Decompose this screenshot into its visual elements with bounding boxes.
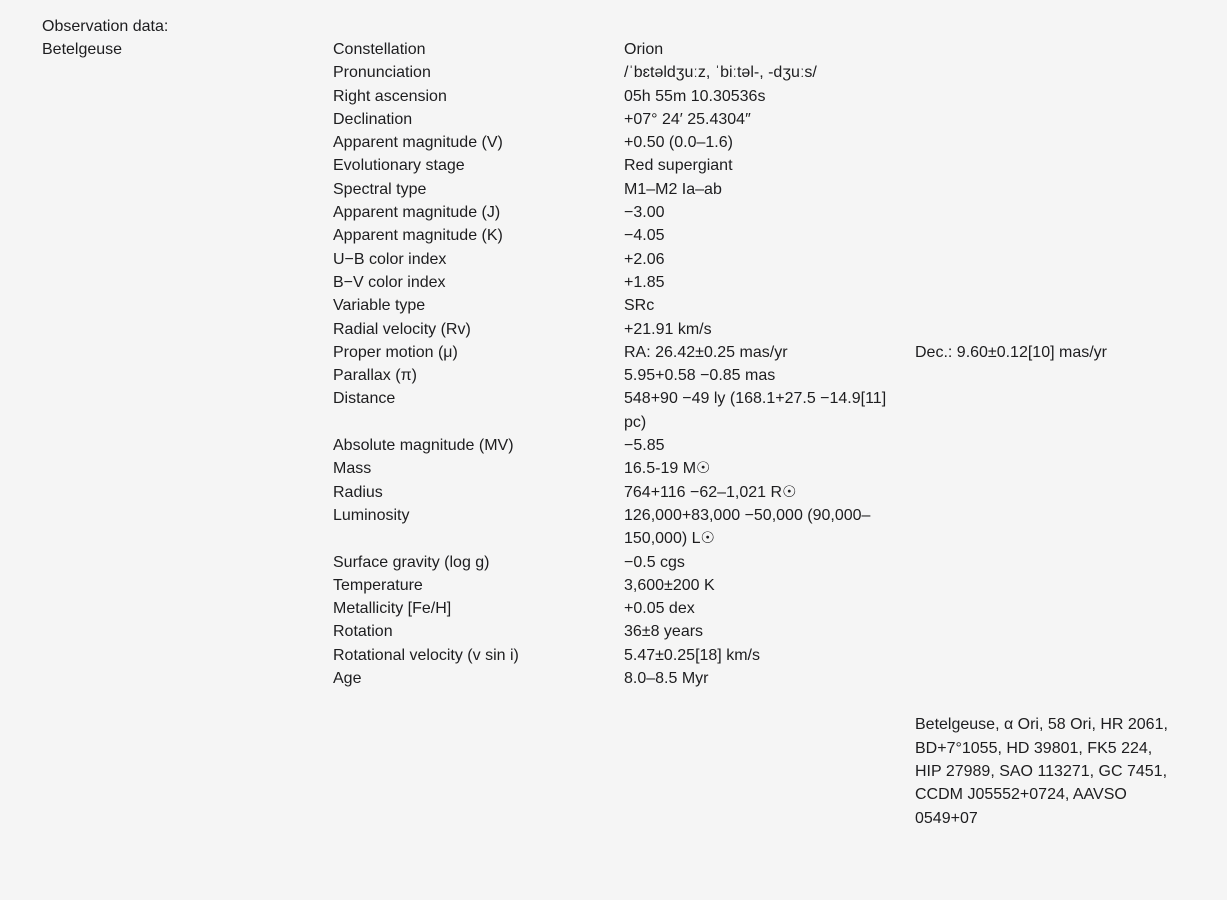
observation-data-table: Observation data: Betelgeuse Constellati…	[42, 15, 1202, 830]
row-label: Right ascension	[333, 87, 447, 105]
row-value: 5.95+0.58 −0.85 mas	[624, 367, 776, 385]
row-value: +07° 24′ 25.4304″	[624, 110, 751, 128]
row-value: +21.91 km/s	[624, 320, 712, 338]
row-label: Rotation	[333, 623, 393, 641]
row-value: +0.05 dex	[624, 600, 695, 618]
row-value: 36±8 years	[624, 623, 704, 641]
row-label: Variable type	[333, 297, 426, 315]
row-value: −0.5 cgs	[624, 553, 685, 571]
row-label: Mass	[333, 460, 372, 478]
row-label: Proper motion (μ)	[333, 343, 458, 361]
row-value: +1.85	[624, 273, 665, 291]
row-label: Parallax (π)	[333, 367, 417, 385]
row-label: Apparent magnitude (V)	[333, 134, 503, 152]
other-designations: Betelgeuse, α Ori, 58 Ori, HR 2061, BD+7…	[915, 716, 1168, 827]
section-spacer	[42, 690, 1175, 713]
row-value: +0.50 (0.0–1.6)	[624, 134, 733, 152]
row-label: Declination	[333, 110, 413, 128]
row-value: M1–M2 Ia–ab	[624, 180, 722, 198]
row-value: /ˈbɛtəldʒuːz, ˈbiːtəl-, -dʒuːs/	[624, 64, 817, 82]
row-value: 05h 55m 10.30536s	[624, 87, 766, 105]
row-label: Distance	[333, 390, 396, 408]
row-value: +2.06	[624, 250, 665, 268]
row-label: Constellation	[333, 41, 426, 58]
row-value: 16.5-19 M☉	[624, 460, 711, 478]
row-label: Apparent magnitude (J)	[333, 204, 501, 222]
row-value: SRc	[624, 297, 655, 315]
row-label: U−B color index	[333, 250, 447, 268]
row-label: Rotational velocity (v sin i)	[333, 646, 519, 664]
row-label: Evolutionary stage	[333, 157, 465, 175]
row-value: −3.00	[624, 204, 665, 222]
row-label: Radius	[333, 483, 383, 501]
row-label: Luminosity	[333, 506, 410, 524]
row-value: −5.85	[624, 437, 665, 455]
row-label: Radial velocity (Rv)	[333, 320, 471, 338]
observation-heading: Observation data:	[42, 18, 169, 35]
row-value: 764+116 −62–1,021 R☉	[624, 483, 797, 501]
row-label: Absolute magnitude (MV)	[333, 437, 514, 455]
row-label: Surface gravity (log g)	[333, 553, 490, 571]
star-name: Betelgeuse	[42, 41, 123, 58]
row-value: −4.05	[624, 227, 665, 245]
row-value: 548+90 −49 ly (168.1+27.5 −14.9[11] pc)	[624, 390, 887, 431]
row-value: RA: 26.42±0.25 mas/yr	[624, 343, 788, 361]
row-extra-value: Dec.: 9.60±0.12[10] mas/yr	[915, 343, 1107, 361]
row-label: Pronunciation	[333, 64, 431, 82]
row-value: Orion	[624, 41, 664, 58]
row-value: 5.47±0.25[18] km/s	[624, 646, 760, 664]
row-label: Spectral type	[333, 180, 427, 198]
row-value: 126,000+83,000 −50,000 (90,000–150,000) …	[624, 506, 871, 548]
row-label: Metallicity [Fe/H]	[333, 600, 452, 618]
row-label: Temperature	[333, 576, 423, 594]
row-label: B−V color index	[333, 273, 446, 291]
row-value: 8.0–8.5 Myr	[624, 670, 709, 688]
row-value: Red supergiant	[624, 157, 733, 175]
row-value: 3,600±200 K	[624, 576, 715, 594]
row-label: Apparent magnitude (K)	[333, 227, 503, 245]
row-label: Age	[333, 670, 362, 688]
